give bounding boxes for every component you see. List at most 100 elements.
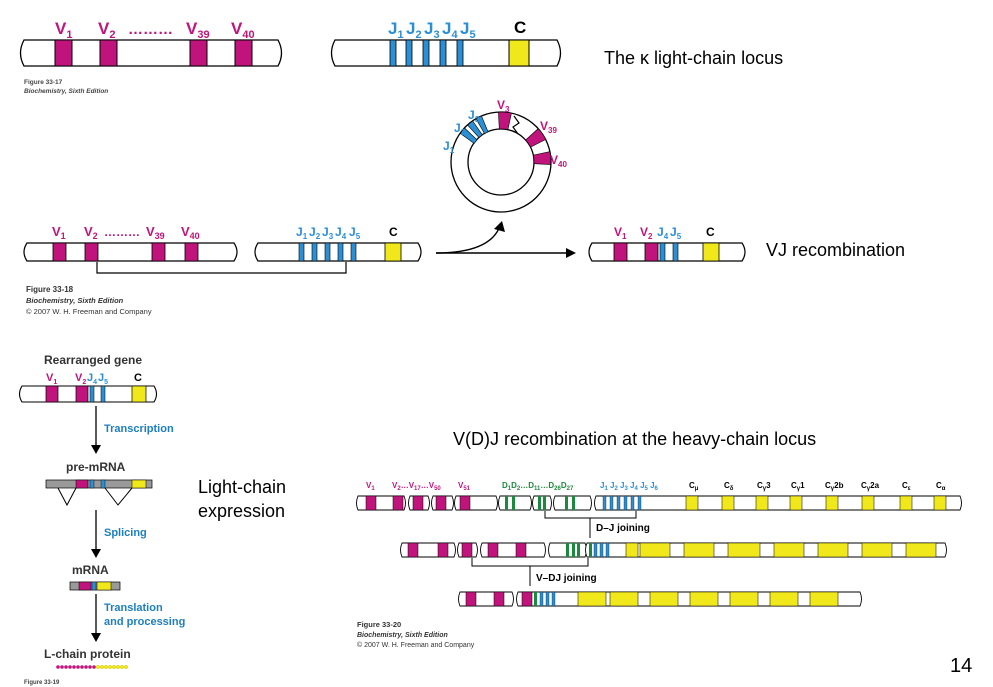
svg-text:J5: J5 [98, 372, 108, 386]
vdj-joining-label: V–DJ joining [536, 573, 597, 584]
translation-label-2: and processing [104, 616, 185, 628]
fig17-j-labels: J1 J2 J3 J4 J5 [388, 19, 476, 41]
circle-labels: J1 J2 J3 V3 V39 V40 [443, 98, 567, 169]
j2-label: J2 [406, 19, 422, 41]
rearranged-gene-title: Rearranged gene [44, 353, 142, 367]
svg-text:V1: V1 [46, 372, 57, 386]
v40-label: V40 [231, 19, 255, 41]
fig18-book-caption: Biochemistry, Sixth Edition [26, 296, 124, 305]
svg-text:V39: V39 [540, 119, 557, 135]
svg-text:J5: J5 [670, 225, 682, 241]
fig17-chromosome-left [19, 39, 283, 67]
fig18-copyright: © 2007 W. H. Freeman and Company [26, 307, 152, 316]
svg-text:J4: J4 [335, 225, 347, 241]
v-dots: ……… [128, 21, 173, 38]
svg-text:Cμ: Cμ [689, 481, 699, 492]
fig18-chromosome-right [254, 242, 422, 262]
vj-result-chromosome [588, 242, 746, 262]
svg-text:J1: J1 [443, 139, 455, 155]
svg-text:J3: J3 [468, 108, 480, 124]
l-chain-protein-title: L-chain protein [44, 647, 131, 661]
svg-text:V2: V2 [84, 224, 98, 241]
svg-text:J1 J2 J3 J4 J5 J6: J1 J2 J3 J4 J5 J6 [600, 481, 659, 492]
svg-text:J4: J4 [657, 225, 669, 241]
svg-text:J5: J5 [349, 225, 361, 241]
v39-label: V39 [186, 19, 210, 41]
excised-circle [450, 111, 552, 213]
fig20-labels: V1 V2…V17…V50 V51 D1D2…D11…D26D27 J1 J2 … [366, 481, 946, 492]
excision-arrow [435, 225, 501, 254]
c-label-18: C [389, 225, 398, 239]
svg-text:D1D2…D11…D26D27: D1D2…D11…D26D27 [502, 481, 574, 492]
fig19-labels: V1 V2 J4 J5 C [46, 372, 142, 386]
heavy-chain-dj [400, 542, 947, 558]
fig18-v-dots: ……… [104, 225, 140, 239]
fig20-figure-caption: Figure 33-20 [357, 620, 401, 629]
mrna-title: mRNA [72, 563, 109, 577]
svg-text:Cγ2b: Cγ2b [825, 481, 844, 492]
translation-label-1: Translation [104, 602, 163, 614]
translation-arrowhead [91, 633, 101, 642]
rearranged-gene-bar [18, 385, 158, 403]
vdj-recombination-label: V(D)J recombination at the heavy-chain l… [453, 429, 817, 449]
svg-text:Cγ3: Cγ3 [757, 481, 771, 492]
transcription-label: Transcription [104, 423, 174, 435]
c-label-vj-result: C [706, 225, 715, 239]
svg-text:Cγ2a: Cγ2a [861, 481, 880, 492]
kappa-locus-label: The κ light-chain locus [604, 48, 784, 68]
splicing-arrowhead [91, 549, 101, 558]
svg-text:V1: V1 [52, 224, 66, 241]
dj-joining-label: D–J joining [596, 523, 650, 534]
svg-text:J1: J1 [296, 225, 308, 241]
svg-text:J4: J4 [87, 372, 97, 386]
fig18-figure-caption: Figure 33-18 [26, 285, 74, 294]
recombination-arrowhead [566, 248, 576, 258]
fig17-figure-caption: Figure 33-17 [24, 79, 63, 86]
j1-label: J1 [388, 19, 404, 41]
j3-label: J3 [424, 19, 440, 41]
svg-text:J3: J3 [322, 225, 334, 241]
fig20-copyright: © 2007 W. H. Freeman and Company [357, 641, 475, 649]
fig17-labels: V1 V2 ……… V39 V40 [55, 19, 255, 41]
dj-bracket [544, 511, 637, 519]
pre-mrna-bar [45, 479, 153, 507]
svg-text:Cε: Cε [902, 481, 911, 492]
svg-text:V1: V1 [366, 481, 375, 492]
vj-result-labels: V1 V2 J4 J5 C [614, 225, 715, 241]
c-label-17: C [514, 18, 526, 37]
fig18-bracket [96, 262, 347, 274]
fig20-book-caption: Biochemistry, Sixth Edition [357, 632, 448, 639]
svg-text:V2: V2 [75, 372, 86, 386]
svg-text:J2: J2 [454, 121, 466, 137]
c-label-19: C [134, 372, 142, 384]
splicing-label: Splicing [104, 527, 147, 539]
svg-text:J2: J2 [309, 225, 321, 241]
svg-text:Cα: Cα [936, 481, 946, 492]
light-chain-label-line2: expression [198, 501, 286, 521]
fig19-figure-caption: Figure 33-19 [24, 680, 60, 686]
j5-label: J5 [460, 19, 476, 41]
svg-text:V3: V3 [497, 98, 510, 114]
svg-text:Cδ: Cδ [724, 481, 734, 492]
fig18-j-labels: J1 J2 J3 J4 J5 [296, 225, 361, 241]
svg-text:V2…V17…V50: V2…V17…V50 [392, 481, 441, 492]
protein-beads [56, 665, 128, 669]
vj-recombination-label: VJ recombination [766, 240, 906, 260]
fig18-chromosome-left [23, 242, 238, 262]
svg-text:V51: V51 [458, 481, 471, 492]
pre-mrna-title: pre-mRNA [66, 460, 126, 474]
mrna-bar [69, 581, 121, 591]
excision-arrowhead [494, 221, 505, 232]
page-number: 14 [950, 655, 973, 677]
fig17-book-caption: Biochemistry, Sixth Edition [24, 88, 108, 95]
heavy-chain-vdj [458, 591, 862, 607]
transcription-arrowhead [91, 445, 101, 454]
heavy-chain-germline [356, 495, 962, 511]
fig18-v-labels: V1 V2 ……… V39 V40 [52, 224, 200, 241]
light-chain-label-line1: Light-chain [198, 477, 287, 497]
svg-text:V40: V40 [181, 224, 200, 241]
v1-label: V1 [55, 19, 72, 41]
svg-text:V40: V40 [550, 153, 567, 169]
vdj-bracket [471, 558, 589, 567]
